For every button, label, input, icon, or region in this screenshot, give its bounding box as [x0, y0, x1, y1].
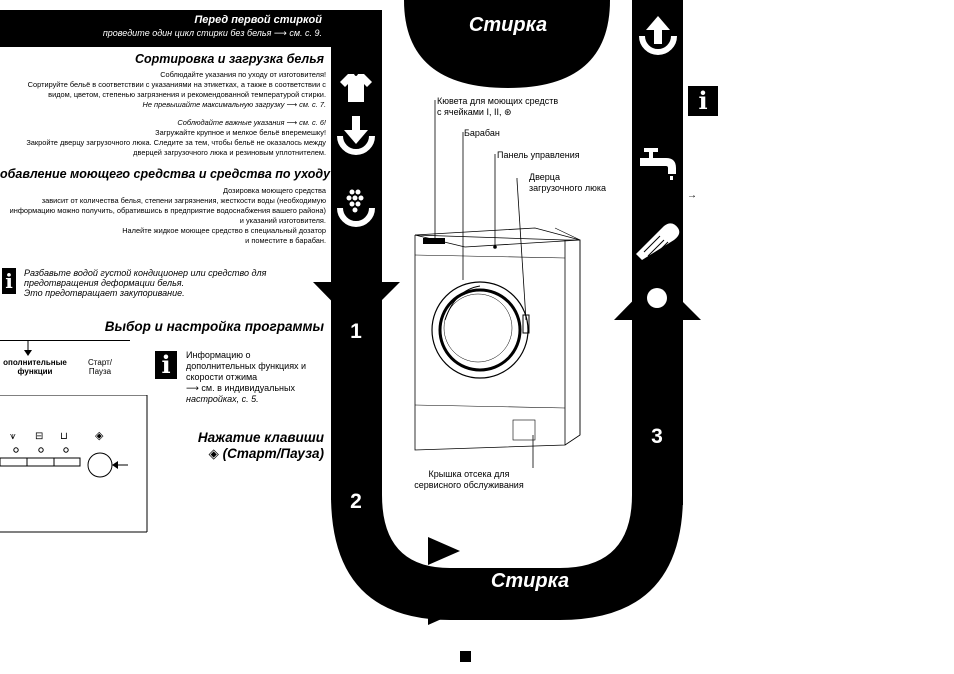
header-subtitle: проведите один цикл стирки без белья ⟶ с…	[102, 28, 322, 38]
finger-press-icon	[636, 223, 680, 260]
service-cover-label: Крышка отсека для сервисного обслуживани…	[414, 469, 524, 490]
water-tap-icon	[640, 148, 676, 180]
bottom-wash-title: Стирка	[490, 570, 570, 592]
panel-pointer-arrow	[24, 340, 32, 356]
right-info-icon: i	[688, 86, 718, 116]
panel-label-extra: ополнительные функции	[3, 358, 67, 376]
step-1-number: 1	[350, 320, 362, 343]
drum-label: Барабан	[464, 128, 500, 138]
detergent-icon	[337, 189, 375, 227]
dispenser-label: Кювета для моющих средств с ячейками I, …	[437, 96, 559, 117]
program-info-icon: i	[155, 351, 177, 379]
detergent-section-title: обавление моющего средства и средства по…	[0, 167, 331, 181]
step-2-number: 2	[350, 490, 362, 513]
start-pause-key-icon: ◈	[208, 446, 223, 461]
easy-iron-icon: ⊟	[35, 431, 43, 442]
left-arrowhead	[313, 282, 400, 326]
top-wash-title: Стирка	[468, 14, 548, 36]
load-arrow-icon	[337, 116, 375, 155]
info-icon: i	[2, 268, 16, 294]
press-section-subtitle: ◈ (Старт/Пауза)	[208, 446, 324, 461]
shirt-icon	[340, 74, 372, 102]
right-arrow: →	[687, 190, 697, 201]
program-rule	[0, 340, 130, 341]
prewash-icon: ⊔	[60, 431, 68, 442]
program-info-text: Информацию о дополнительных функциях и с…	[186, 350, 307, 404]
top-arc	[404, 0, 610, 88]
control-panel-drawing: ⩛ ⊟ ⊔ ◈	[0, 395, 148, 533]
panel-label-start: Старт/ Пауза	[88, 358, 112, 376]
control-panel-label: Панель управления	[497, 150, 580, 160]
washing-machine-drawing	[414, 100, 581, 468]
sort-section-title: Сортировка и загрузка белья	[134, 52, 324, 66]
page-marker	[460, 651, 471, 662]
unload-arrow-icon	[639, 16, 677, 55]
program-section-title: Выбор и настройка программы	[104, 319, 324, 334]
door-label: Дверца загрузочного люка	[529, 172, 607, 193]
sort-section-text: Соблюдайте указания по уходу от изготови…	[26, 70, 326, 157]
header-bar	[0, 10, 382, 47]
start-pause-symbol-icon: ◈	[95, 429, 104, 442]
end-dot-icon	[647, 288, 667, 308]
conditioner-note: Разбавьте водой густой кондиционер или с…	[24, 268, 267, 298]
press-section-title: Нажатие клавиши	[197, 430, 324, 445]
header-title: Перед первой стиркой	[194, 14, 322, 26]
detergent-section-text: Дозировка моющего средства зависит от ко…	[9, 186, 326, 245]
rinse-hold-icon: ⩛	[10, 431, 16, 442]
step-3-number: 3	[651, 425, 663, 448]
bottom-curve	[331, 495, 683, 620]
